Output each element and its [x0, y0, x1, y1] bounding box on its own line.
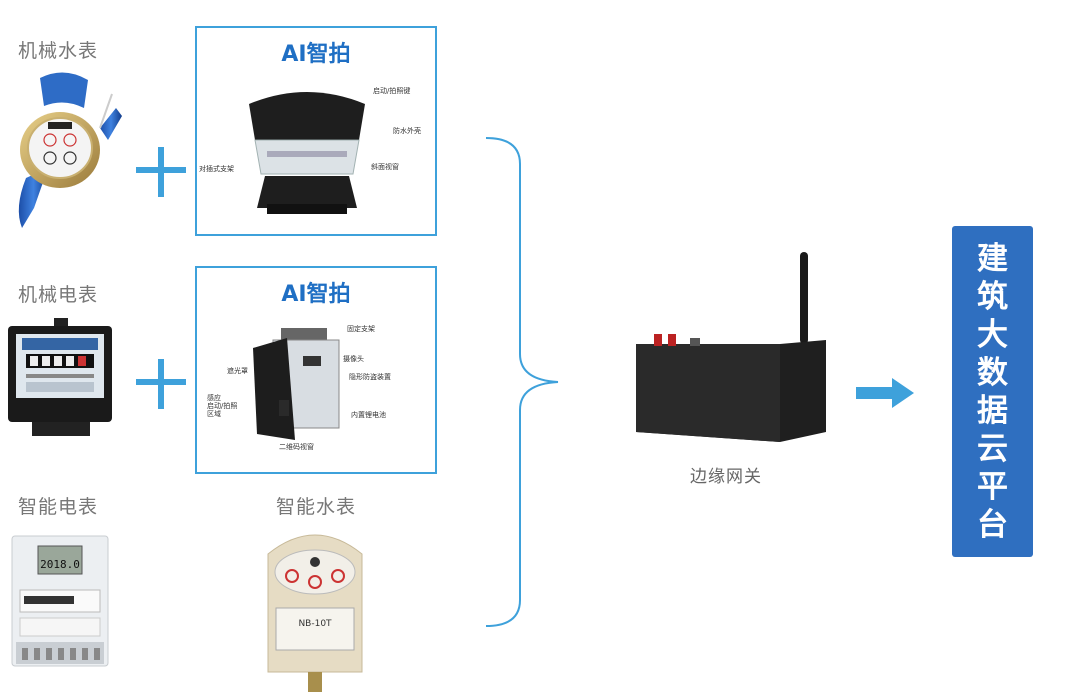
gateway-label: 边缘网关 — [690, 467, 762, 487]
cloud-char: 筑 — [977, 278, 1008, 315]
callout-text: 斜面视窗 — [371, 163, 399, 171]
ai-capture-box-electric: AI智拍 固定支架 摄像头 隐形防盗装置 遮光罩 感应 启动/拍照 区域 内置锂… — [195, 266, 437, 474]
callout-text: 感应 启动/拍照 区域 — [207, 394, 238, 418]
callout-text: 二维码视窗 — [279, 443, 314, 451]
cloud-char: 大 — [977, 316, 1008, 353]
cloud-char: 据 — [977, 392, 1008, 429]
arrow-right-icon — [856, 378, 914, 408]
mechanical-electric-meter-image — [8, 318, 112, 436]
cloud-char: 建 — [977, 240, 1008, 277]
label-smart-water: 智能水表 — [276, 496, 357, 518]
edge-gateway-image — [636, 252, 826, 442]
callout-text: 隐形防盗装置 — [349, 373, 391, 381]
cloud-char: 数 — [977, 354, 1008, 391]
smart-water-model-text: NB-10T — [298, 619, 332, 629]
label-mech-water: 机械水表 — [18, 40, 99, 62]
ai-capture-box-water: AI智拍 启动/拍照键 防水外壳 斜面视窗 对插式支架 — [195, 26, 437, 236]
smart-water-meter-image: NB-10T — [267, 534, 363, 692]
ai-box-title: AI智拍 — [281, 42, 351, 67]
plus-icon — [136, 359, 186, 409]
callout-text: 防水外壳 — [393, 127, 421, 135]
ai-camera-water-device-image — [249, 92, 365, 214]
cloud-char: 台 — [977, 506, 1008, 543]
smart-electric-meter-image: 2018.0 — [11, 535, 109, 667]
label-smart-elec: 智能电表 — [18, 496, 99, 518]
callout-text: 遮光罩 — [227, 367, 248, 375]
label-mech-elec: 机械电表 — [18, 284, 99, 306]
cloud-char: 平 — [977, 468, 1008, 505]
mechanical-water-meter-image — [18, 72, 122, 228]
grouping-brace — [485, 137, 559, 627]
smart-elec-display-text: 2018.0 — [40, 558, 80, 571]
ai-box-title: AI智拍 — [281, 282, 351, 307]
building-big-data-cloud-platform: 建 筑 大 数 据 云 平 台 — [952, 226, 1033, 557]
callout-text: 启动/拍照键 — [373, 87, 411, 95]
ai-camera-electric-device-image — [253, 328, 340, 440]
callout-text: 对插式支架 — [199, 165, 234, 173]
cloud-char: 云 — [977, 430, 1008, 467]
plus-icon — [136, 147, 186, 197]
callout-text: 内置锂电池 — [351, 411, 386, 419]
callout-text: 摄像头 — [343, 355, 364, 363]
callout-text: 固定支架 — [347, 325, 375, 333]
